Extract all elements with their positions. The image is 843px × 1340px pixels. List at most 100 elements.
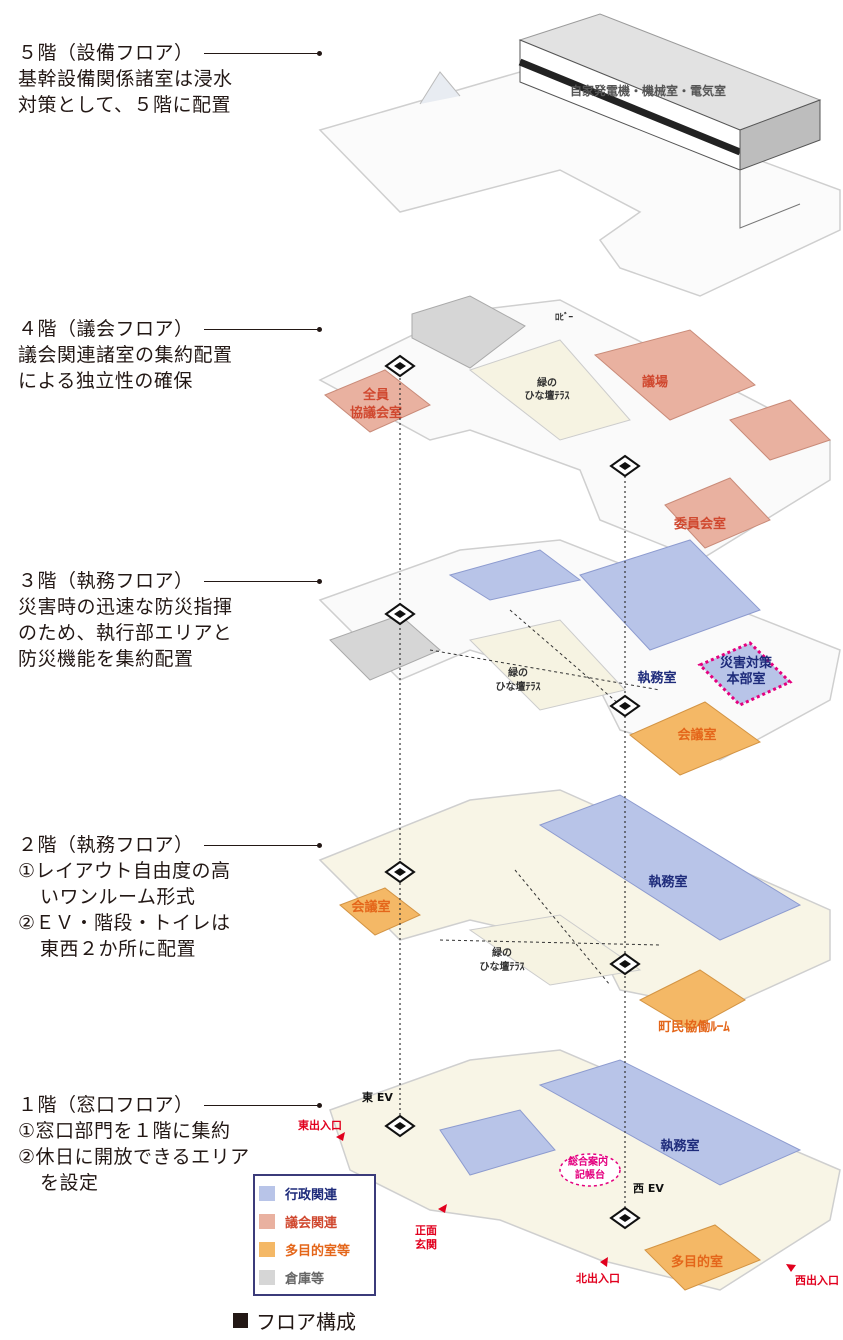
floor5-plan: 自家発電機・機械室・電気室 bbox=[318, 13, 841, 297]
floor1-office-label: 執務室 bbox=[660, 1138, 699, 1154]
ev-markers bbox=[384, 354, 641, 1230]
floor5-line: 基幹設備関係諸室は浸水 bbox=[18, 68, 233, 90]
floor3-line: 災害時の迅速な防災指揮 bbox=[18, 596, 233, 618]
legend-item: 多目的室等 bbox=[259, 1235, 370, 1263]
floor5-wall-side bbox=[739, 99, 821, 171]
floor4-committee-label: 委員会室 bbox=[673, 516, 726, 532]
floor4-description: ４階（議会フロア） 議会関連諸室の集約配置 による独立性の確保 bbox=[18, 316, 322, 394]
floor4-line: による独立性の確保 bbox=[18, 370, 193, 392]
floor1-info-label: 総合案内 bbox=[568, 1155, 608, 1168]
floor2-meeting-label: 会議室 bbox=[351, 899, 390, 915]
floor5-description: ５階（設備フロア） 基幹設備関係諸室は浸水 対策として、５階に配置 bbox=[18, 40, 322, 118]
main-entrance-arrow bbox=[438, 1204, 447, 1213]
legend-label: 行政関連 bbox=[285, 1187, 338, 1203]
floor2-terrace bbox=[468, 914, 642, 986]
floor2-description: ２階（執務フロア） ①レイアウト自由度の高 いワンルーム形式 ②ＥＶ・階段・トイ… bbox=[18, 832, 322, 962]
east-entrance-label: 東出入口 bbox=[298, 1119, 342, 1132]
floor2-terrace-label: 緑の bbox=[492, 946, 512, 959]
floor4-terrace-label: ひな壇ﾃﾗｽ bbox=[525, 389, 570, 402]
main-entrance-label: 玄関 bbox=[415, 1238, 437, 1251]
floor1-info-desk bbox=[559, 1153, 621, 1187]
floor4-committee-room bbox=[664, 477, 771, 549]
leader-line bbox=[203, 842, 322, 848]
north-entrance-arrow bbox=[600, 1257, 608, 1267]
floor1-line: を設定 bbox=[40, 1172, 99, 1194]
floor1-multipurpose-room bbox=[644, 1224, 761, 1291]
floor2-office-room bbox=[538, 794, 802, 941]
floor4-storage bbox=[411, 295, 526, 369]
floor5-edge bbox=[739, 170, 801, 229]
legend-label: 議会関連 bbox=[285, 1215, 338, 1231]
floor4-terrace-label: 緑の bbox=[537, 376, 557, 389]
floor3-disaster-label: 災害対策 bbox=[720, 655, 773, 671]
main-entrance-label: 正面 bbox=[415, 1224, 437, 1237]
color-legend: 行政関連 議会関連 多目的室等 倉庫等 bbox=[253, 1174, 376, 1296]
floor5-heading: ５階（設備フロア） bbox=[18, 42, 194, 64]
floor1-info-label: 記帳台 bbox=[575, 1168, 605, 1181]
leader-line bbox=[203, 50, 322, 56]
floor1-multipurpose-label: 多目的室 bbox=[671, 1254, 723, 1270]
legend-item: 倉庫等 bbox=[259, 1263, 370, 1291]
floor2-line: いワンルーム形式 bbox=[40, 886, 196, 908]
legend-label: 多目的室等 bbox=[285, 1243, 351, 1259]
legend-swatch bbox=[259, 1185, 275, 1201]
floor1-office-room bbox=[538, 1059, 802, 1186]
floor3-description: ３階（執務フロア） 災害時の迅速な防災指揮 のため、執行部エリアと 防災機能を集… bbox=[18, 568, 322, 672]
floor4-terrace bbox=[468, 339, 631, 441]
legend-swatch bbox=[259, 1269, 275, 1285]
floor4-line: 議会関連諸室の集約配置 bbox=[18, 344, 233, 366]
floor3-office-label: 執務室 bbox=[637, 670, 676, 686]
floor1-heading: １階（窓口フロア） bbox=[18, 1094, 194, 1116]
floor2-heading: ２階（執務フロア） bbox=[18, 834, 194, 856]
entrance-arrows bbox=[336, 1132, 796, 1272]
floor4-council-label: 協議会室 bbox=[350, 405, 402, 421]
floor4-council-room bbox=[324, 369, 431, 433]
floor5-window-band bbox=[518, 58, 742, 156]
floor2-collab-room bbox=[638, 969, 746, 1031]
floor3-plan: 執務室 災害対策 本部室 緑の ひな壇ﾃﾗｽ 会議室 bbox=[318, 539, 841, 776]
legend-item: 議会関連 bbox=[259, 1207, 370, 1235]
floor3-disaster-label: 本部室 bbox=[726, 671, 765, 687]
floor4-assembly-hall bbox=[593, 329, 756, 421]
floor1-line: ②休日に開放できるエリア bbox=[18, 1146, 250, 1168]
floor4-heading: ４階（議会フロア） bbox=[18, 318, 194, 340]
floor3-terrace-label: 緑の bbox=[508, 666, 528, 679]
leader-line bbox=[203, 326, 322, 332]
legend-swatch bbox=[259, 1241, 275, 1257]
floor4-assembly-label: 議場 bbox=[642, 374, 668, 390]
floor5-stair bbox=[419, 71, 461, 105]
floor2-plan: 執務室 会議室 緑の ひな壇ﾃﾗｽ 町民協働ﾙｰﾑ bbox=[318, 789, 831, 1035]
floor1-plan: 執務室 総合案内 記帳台 多目的室 bbox=[329, 1049, 841, 1291]
floor4-committee-small bbox=[729, 399, 831, 461]
floor3-sightline bbox=[429, 609, 661, 706]
west-entrance-label: 西出入口 bbox=[795, 1274, 839, 1287]
floor2-line: ②ＥＶ・階段・トイレは bbox=[18, 912, 231, 934]
caption-text: フロア構成 bbox=[256, 1310, 356, 1334]
floor1-description: １階（窓口フロア） ①窓口部門を１階に集約 ②休日に開放できるエリア を設定 bbox=[18, 1092, 322, 1196]
floor1-line: ①窓口部門を１階に集約 bbox=[18, 1120, 231, 1142]
floor3-meeting-label: 会議室 bbox=[677, 727, 716, 743]
floor3-storage bbox=[329, 614, 441, 681]
floor1-office-west bbox=[439, 1109, 556, 1176]
floor2-line: ①レイアウト自由度の高 bbox=[18, 860, 231, 882]
floor2-terrace-label: ひな壇ﾃﾗｽ bbox=[480, 960, 525, 973]
floor5-line: 対策として、５階に配置 bbox=[18, 94, 231, 116]
leader-line bbox=[203, 1102, 322, 1108]
ev-marker-cores bbox=[394, 362, 631, 1222]
floor4-lobby-label: ﾛﾋﾞｰ bbox=[555, 311, 574, 323]
east-entrance-arrow bbox=[336, 1132, 345, 1141]
floor3-office-west bbox=[448, 549, 582, 601]
west-ev-label: 西 EV bbox=[633, 1182, 664, 1195]
floor3-line: 防災機能を集約配置 bbox=[18, 648, 194, 670]
legend-label: 倉庫等 bbox=[285, 1271, 325, 1287]
floor4-plan: ﾛﾋﾞｰ 全員 協議会室 緑の ひな壇ﾃﾗｽ 議場 委員会室 bbox=[318, 295, 831, 561]
north-entrance-label: 北出入口 bbox=[576, 1272, 620, 1285]
leader-line bbox=[203, 578, 322, 584]
caption-square-icon bbox=[233, 1313, 248, 1328]
floor3-disaster-room bbox=[697, 641, 793, 707]
floor2-collab-label: 町民協働ﾙｰﾑ bbox=[658, 1019, 730, 1035]
floor4-council-label: 全員 bbox=[362, 387, 389, 403]
east-ev-label: 東 EV bbox=[362, 1090, 393, 1104]
floor2-sightline bbox=[439, 869, 661, 986]
